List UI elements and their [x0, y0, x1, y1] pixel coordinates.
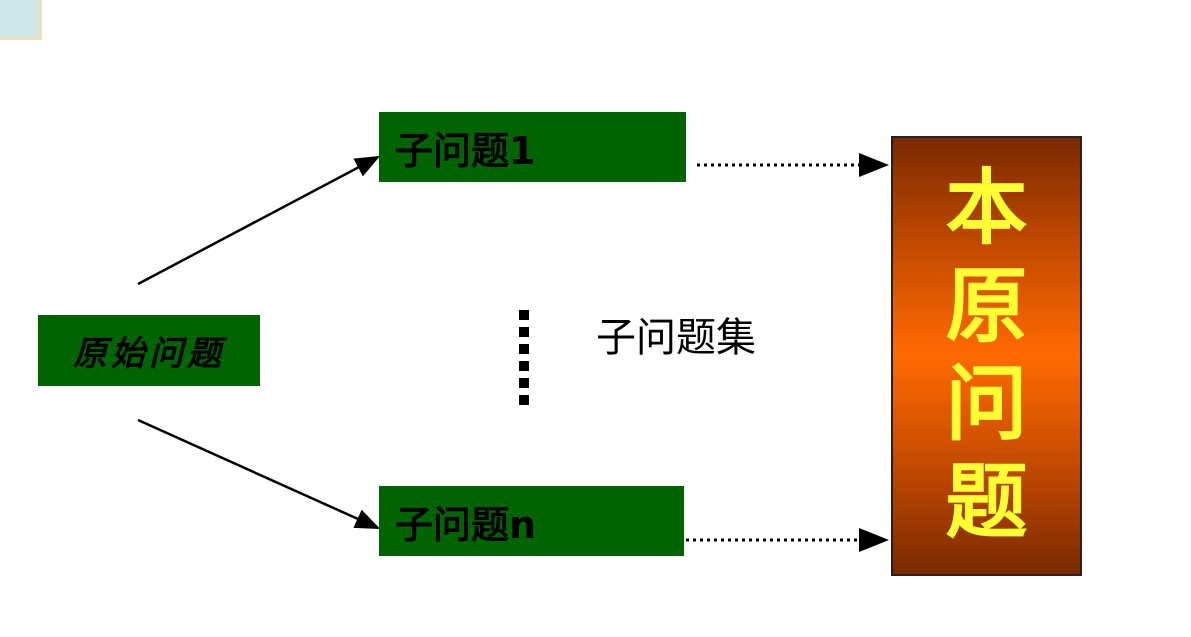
main-problem-char: 问: [945, 357, 1028, 452]
ellipsis-dot: [519, 361, 529, 371]
main-problem-box: 本 原 问 题: [891, 136, 1082, 576]
arrow-to-subproblem-n: [137, 418, 381, 530]
ellipsis-dot: [519, 344, 529, 354]
ellipsis-dot: [519, 378, 529, 388]
subproblem-set-label: 子问题集: [596, 315, 756, 361]
subproblem-n-label: 子问题n: [395, 502, 537, 547]
corner-decoration: [0, 0, 42, 40]
main-problem-char: 本: [945, 161, 1028, 256]
subproblem-n-box: 子问题n: [379, 486, 684, 556]
original-problem-box: 原始问题: [38, 315, 260, 386]
main-problem-char: 原: [945, 259, 1028, 354]
ellipsis-dot: [519, 395, 529, 405]
main-problem-char: 题: [945, 455, 1028, 550]
ellipsis-dots: [519, 310, 531, 412]
ellipsis-dot: [519, 310, 529, 320]
original-problem-label: 原始问题: [73, 334, 225, 374]
subproblem-1-label: 子问题1: [395, 128, 536, 173]
subproblem-1-box: 子问题1: [379, 112, 686, 182]
arrow-to-subproblem-1: [137, 155, 381, 286]
ellipsis-dot: [519, 327, 529, 337]
